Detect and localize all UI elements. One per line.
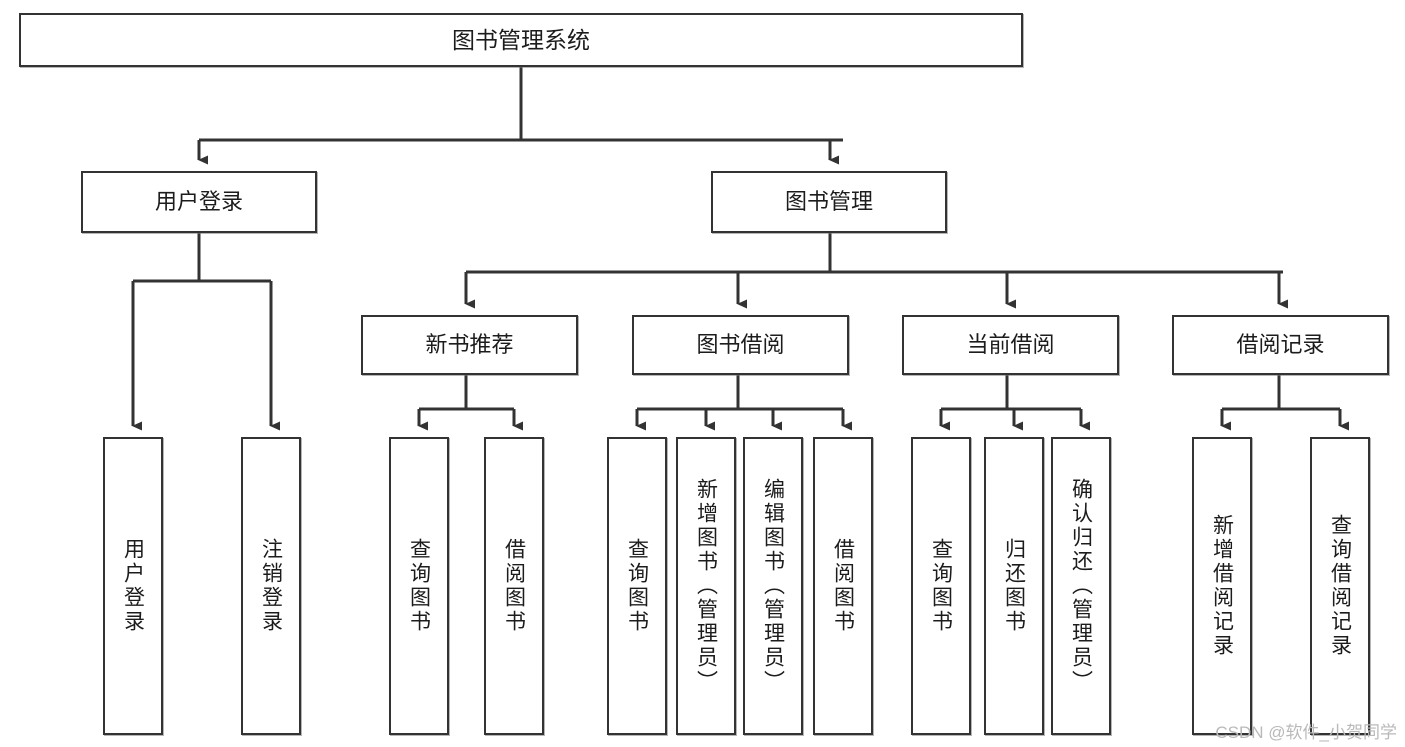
node-leaf-user-login[interactable]: 用户登录 xyxy=(103,437,163,735)
node-leaf-add-book[interactable]: 新增图书（管理员） xyxy=(676,437,736,735)
node-leaf-edit-book[interactable]: 编辑图书（管理员） xyxy=(743,437,803,735)
node-label: 图书借阅 xyxy=(696,332,785,358)
node-label: 借阅记录 xyxy=(1236,332,1325,358)
node-label: 借阅图书 xyxy=(502,538,526,634)
node-leaf-add-record[interactable]: 新增借阅记录 xyxy=(1192,437,1252,735)
node-leaf-confirm-return[interactable]: 确认归还（管理员） xyxy=(1051,437,1111,735)
node-label: 查询图书 xyxy=(625,538,649,634)
node-leaf-logout[interactable]: 注销登录 xyxy=(241,437,301,735)
node-label: 新增图书（管理员） xyxy=(694,478,718,694)
node-leaf-query-record[interactable]: 查询借阅记录 xyxy=(1310,437,1370,735)
node-book-management[interactable]: 图书管理 xyxy=(711,171,947,233)
node-label: 新增借阅记录 xyxy=(1210,514,1234,658)
node-leaf-borrow-book-2[interactable]: 借阅图书 xyxy=(813,437,873,735)
node-borrow-record[interactable]: 借阅记录 xyxy=(1172,315,1389,375)
node-label: 图书管理系统 xyxy=(452,26,590,53)
node-label: 借阅图书 xyxy=(831,538,855,634)
node-leaf-return-book[interactable]: 归还图书 xyxy=(984,437,1044,735)
node-leaf-query-book-2[interactable]: 查询图书 xyxy=(607,437,667,735)
node-current-borrow[interactable]: 当前借阅 xyxy=(902,315,1119,375)
node-label: 新书推荐 xyxy=(425,332,514,358)
node-book-borrow[interactable]: 图书借阅 xyxy=(632,315,849,375)
node-new-book-recommend[interactable]: 新书推荐 xyxy=(361,315,578,375)
node-label: 查询图书 xyxy=(407,538,431,634)
csdn-watermark: CSDN @软件_小贺同学 xyxy=(1215,723,1397,742)
node-label: 用户登录 xyxy=(121,538,145,634)
node-leaf-query-book-1[interactable]: 查询图书 xyxy=(389,437,449,735)
node-label: 当前借阅 xyxy=(966,332,1055,358)
node-leaf-borrow-book-1[interactable]: 借阅图书 xyxy=(484,437,544,735)
node-label: 查询借阅记录 xyxy=(1328,514,1352,658)
node-label: 图书管理 xyxy=(784,189,873,215)
node-label: 查询图书 xyxy=(929,538,953,634)
node-label: 用户登录 xyxy=(154,189,243,215)
node-label: 归还图书 xyxy=(1002,538,1026,634)
node-leaf-query-book-3[interactable]: 查询图书 xyxy=(911,437,971,735)
node-user-login[interactable]: 用户登录 xyxy=(81,171,317,233)
node-label: 编辑图书（管理员） xyxy=(761,478,785,694)
node-label: 确认归还（管理员） xyxy=(1069,478,1093,694)
node-label: 注销登录 xyxy=(259,538,283,634)
node-book-management-system[interactable]: 图书管理系统 xyxy=(19,13,1023,67)
